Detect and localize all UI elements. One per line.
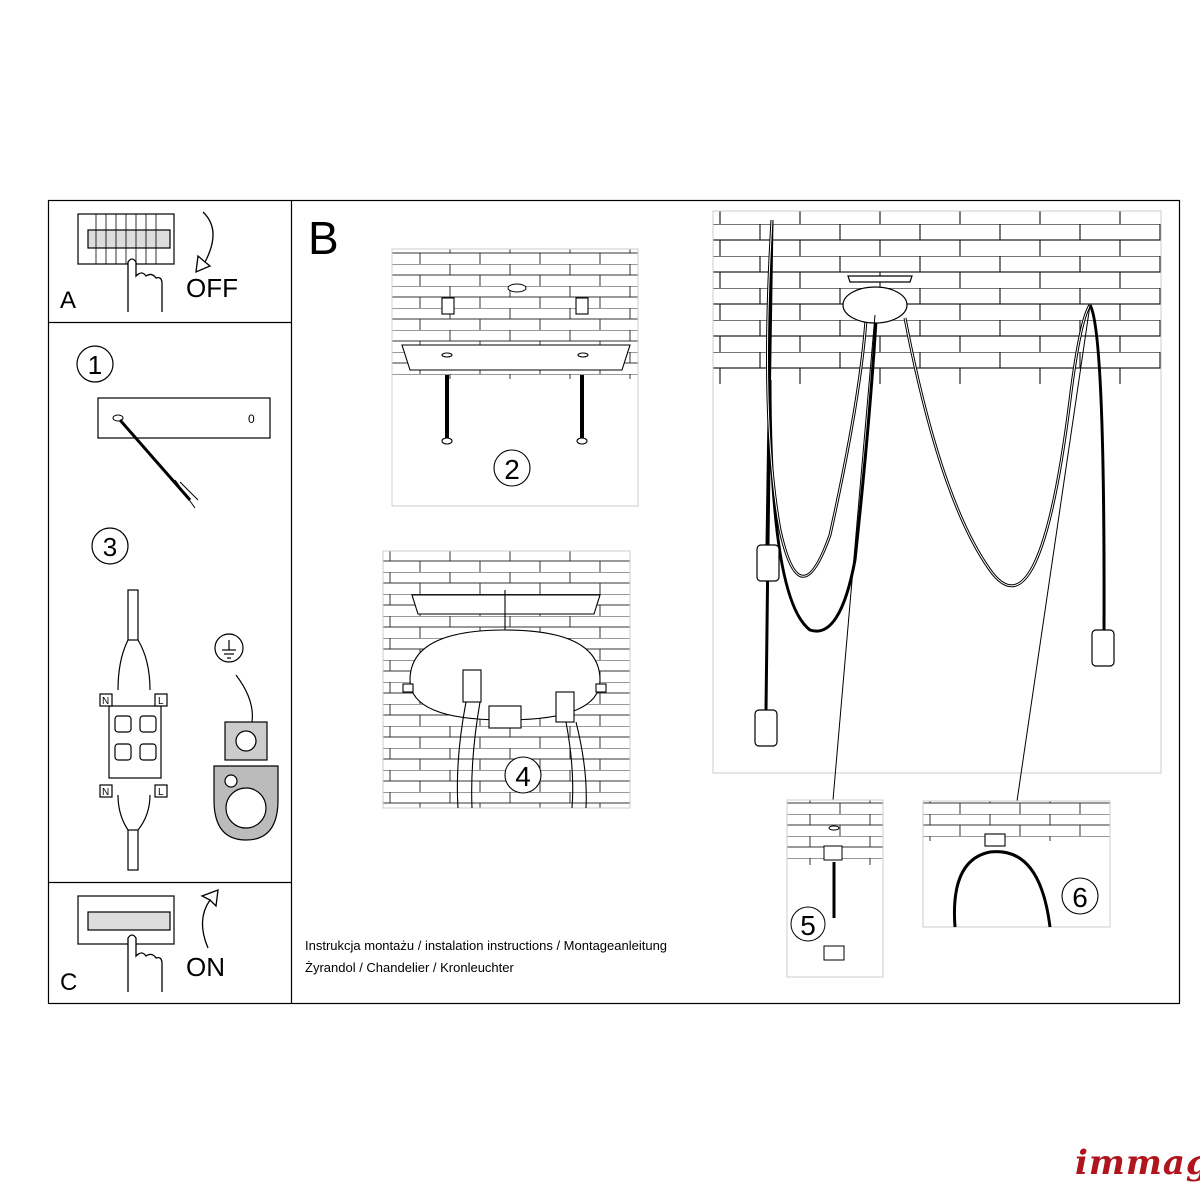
step-4-number: 4 — [515, 761, 531, 792]
frame — [47, 199, 1181, 1005]
step-5-number: 5 — [800, 910, 816, 941]
ground-icon — [214, 633, 244, 663]
panel-a-label: A — [60, 287, 76, 314]
chandelier-overview — [712, 210, 1162, 802]
step-5: 5 — [786, 799, 884, 978]
terminal-n-top: N — [102, 696, 109, 707]
caption-line-1: Instrukcja montażu / instalation instruc… — [305, 938, 668, 953]
terminal-l-top: L — [158, 696, 164, 707]
step-1: 1 0 — [76, 345, 271, 509]
panel-b-label: B — [308, 212, 339, 264]
step-4: 4 — [382, 550, 631, 809]
off-label: OFF — [186, 273, 238, 303]
breaker-box-icon — [77, 895, 175, 945]
panel-c-switch-on: C ON — [60, 889, 225, 996]
brand-logo: immag — [1075, 1143, 1200, 1183]
step-6-number: 6 — [1072, 882, 1088, 913]
step-3-number: 3 — [103, 532, 117, 562]
step-2: 2 — [391, 248, 639, 507]
step-6: 6 — [922, 800, 1111, 928]
hand-icon — [127, 258, 163, 312]
arrow-down-icon — [195, 211, 214, 274]
step-2-number: 2 — [504, 454, 520, 485]
on-label: ON — [186, 952, 225, 982]
plate-mark: 0 — [248, 412, 255, 426]
step-1-number: 1 — [88, 350, 102, 380]
panel-c-label: C — [60, 969, 77, 996]
step-3: 3 N L N L — [91, 527, 279, 871]
terminal-l-bottom: L — [158, 787, 164, 798]
terminal-n-bottom: N — [102, 787, 109, 798]
panel-a-switch-off: A OFF — [60, 211, 238, 314]
caption-line-2: Żyrandol / Chandelier / Kronleuchter — [305, 960, 514, 975]
hand-icon — [127, 934, 163, 992]
breaker-box-icon — [77, 213, 175, 265]
arrow-up-icon — [200, 889, 219, 949]
